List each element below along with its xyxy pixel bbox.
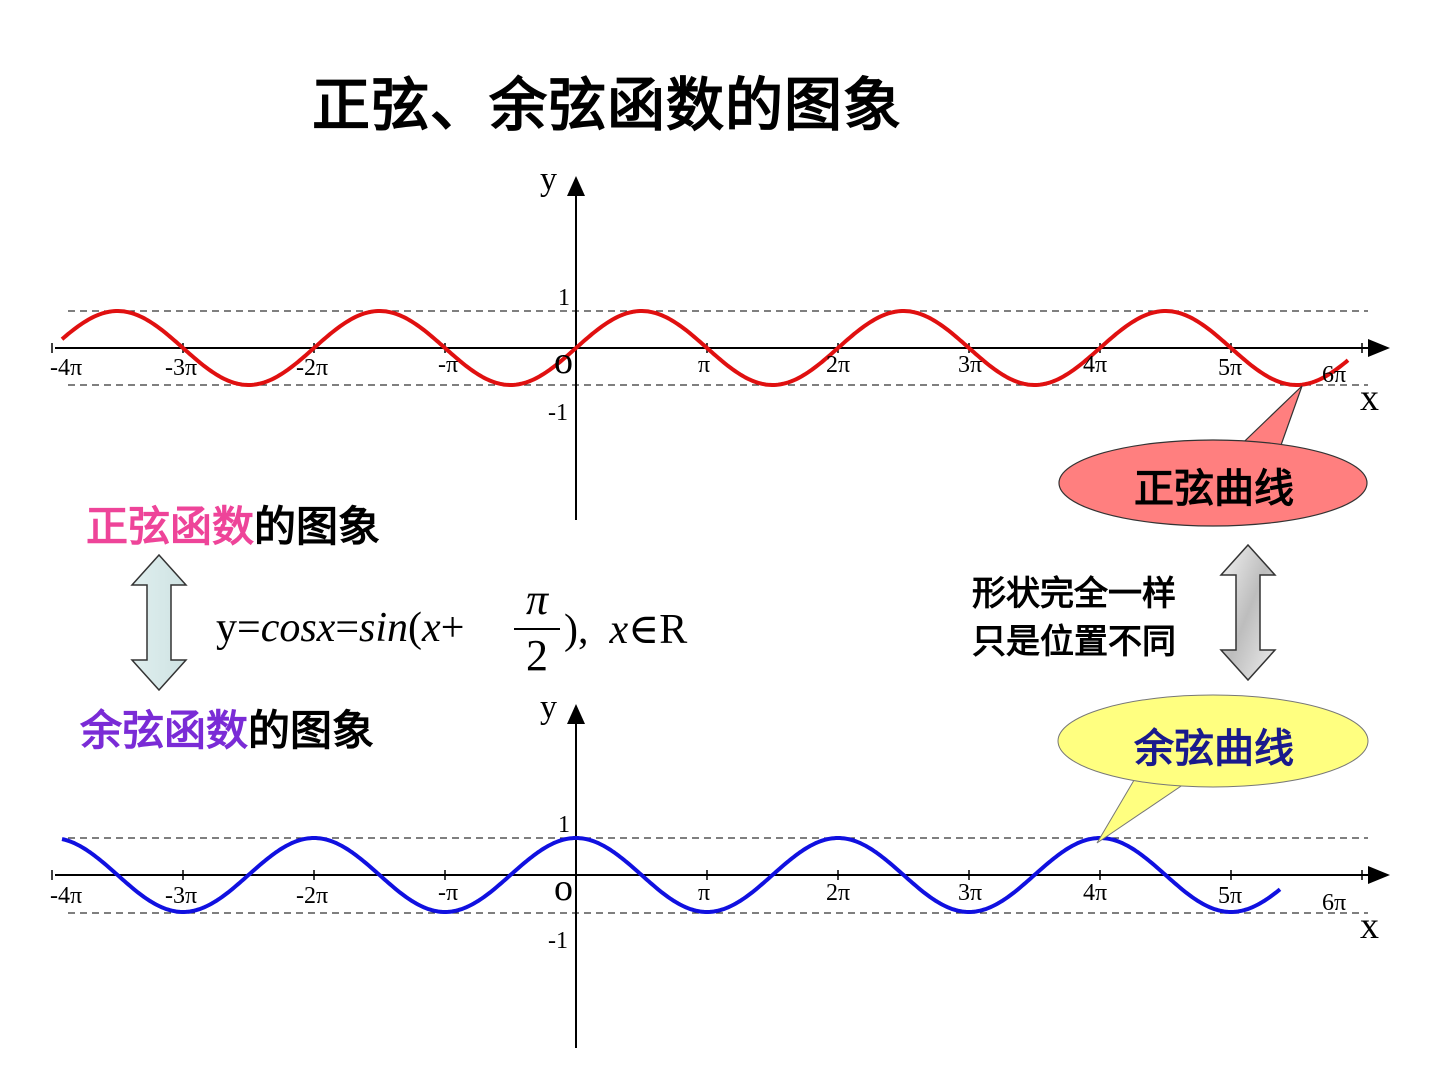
sine-heading-highlight: 正弦函数 [86,502,255,551]
formula-lhs: y= [216,605,261,651]
cosine-xtick-4pi: 4π [1083,880,1107,906]
note-line-1: 形状完全一样 [972,574,1176,614]
cosine-xtick--pi: -π [438,880,458,906]
sine-callout-text: 正弦曲线 [1134,466,1294,512]
left-double-arrow-icon [130,553,188,692]
sine-xtick--2pi: -2π [296,355,328,381]
fraction-bar [514,628,560,630]
cosine-x-arrow [1368,866,1390,884]
cosine-heading-highlight: 余弦函数 [80,706,249,755]
fraction-denominator: 2 [526,631,548,680]
sine-ytick-neg1: -1 [548,400,568,426]
formula-x: x [422,605,441,651]
formula-sin: sin [359,605,409,651]
cosine-xtick-pi: π [698,880,710,906]
sine-heading-rest: 的图象 [254,502,381,551]
cosine-xtick--3pi: -3π [165,883,197,909]
identity-formula: y=cosx=sin(x+ [216,604,464,652]
cosine-xtick-3pi: 3π [958,880,982,906]
cosine-y-arrow [567,704,585,724]
cosine-tick-marks [51,870,1363,880]
sine-callout [1058,385,1368,527]
cosine-callout-text: 余弦曲线 [1134,726,1294,772]
formula-open-paren: ( [408,605,423,651]
sine-y-axis-label: y [540,161,557,198]
cosine-origin-label: o [554,867,573,909]
cosine-xtick-2pi: 2π [826,880,850,906]
sine-callout-bubble [1058,439,1368,527]
cosine-graph: y x o 1 -1 -4π -3π -2π -π π 2π 3π 4π 5π … [50,689,1390,1048]
sine-xtick-2pi: 2π [826,352,850,378]
right-double-arrow-icon [1219,543,1277,682]
cosine-callout-bubble [1057,694,1369,788]
cosine-xtick--4pi: -4π [50,883,82,909]
sine-x-arrow [1368,339,1390,357]
slide-title: 正弦、余弦函数的图象 [312,71,903,139]
sine-xtick-4pi: 4π [1083,352,1107,378]
cosine-curve [61,836,1282,914]
sine-heading: 正弦函数的图象 [86,493,380,554]
sine-xtick--4pi: -4π [50,355,82,381]
formula-domain-var: x [609,607,629,653]
cosine-heading-rest: 的图象 [248,706,375,755]
formula-close-paren: ), [564,607,589,653]
sine-x-axis-label: x [1360,377,1379,419]
sine-xtick-3pi: 3π [958,352,982,378]
note-line-2: 只是位置不同 [972,622,1176,662]
sine-xtick-pi: π [698,352,710,378]
fraction-numerator: π [525,575,549,624]
formula-plus: + [440,605,465,651]
formula-cos: cosx [260,605,336,651]
cosine-heading: 余弦函数的图象 [80,697,374,758]
cosine-xtick--2pi: -2π [296,883,328,909]
sine-xtick-6pi: 6π [1322,362,1346,388]
formula-tail: ), x∈R [564,604,687,654]
sine-curve [60,309,1350,387]
cosine-y-axis-label: y [540,689,557,726]
sine-origin-label: o [554,340,573,382]
formula-fraction: π 2 [512,578,562,678]
sine-graph: y x o 1 -1 -4π -3π -2π -π π 2π 3π 4π 5π … [50,161,1390,520]
cosine-ytick-neg1: -1 [548,928,568,954]
comparison-note: 形状完全一样 只是位置不同 [972,570,1222,666]
cosine-x-axis-label: x [1360,905,1379,947]
sine-ytick-1: 1 [558,285,570,311]
cosine-callout [1057,694,1369,844]
formula-eq: = [335,605,360,651]
cosine-ytick-1: 1 [558,812,570,838]
formula-domain-rest: ∈R [628,607,688,653]
sine-xtick--3pi: -3π [165,355,197,381]
cosine-xtick-5pi: 5π [1218,883,1242,909]
sine-xtick--pi: -π [438,352,458,378]
sine-xtick-5pi: 5π [1218,355,1242,381]
sine-y-arrow [567,176,585,196]
cosine-xtick-6pi: 6π [1322,890,1346,916]
